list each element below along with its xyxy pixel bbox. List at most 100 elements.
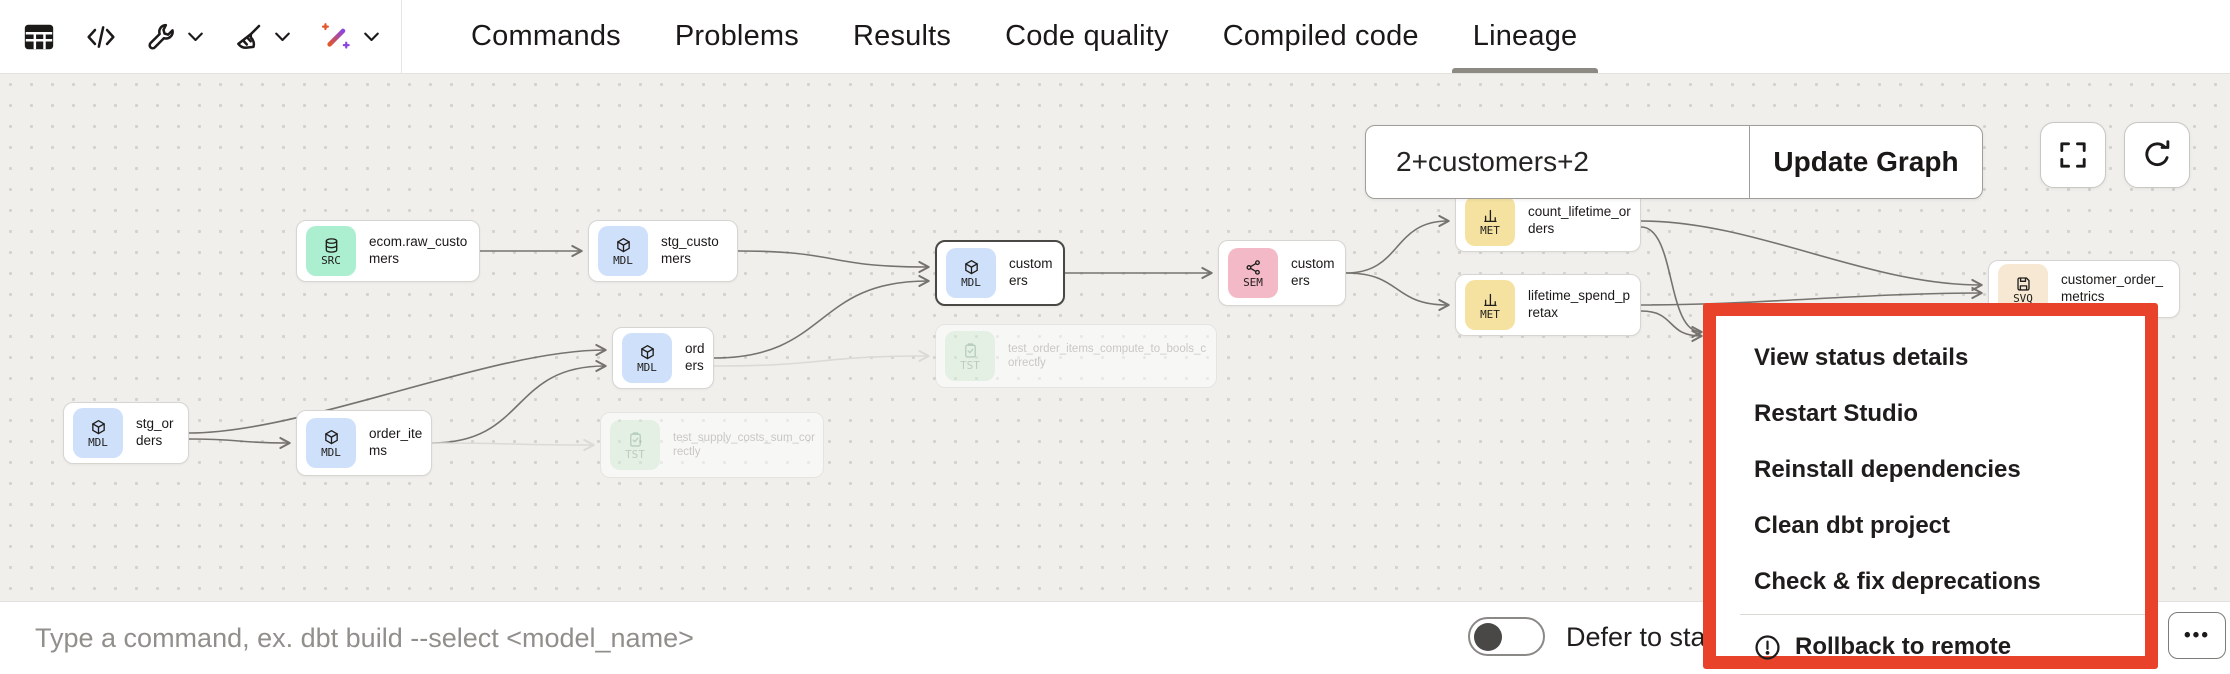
node-count-lifetime-orders[interactable]: MET count_lifetime_orders — [1455, 190, 1641, 252]
node-order-items[interactable]: MDL order_items — [296, 410, 432, 476]
tab-results[interactable]: Results — [852, 20, 952, 52]
lineage-edges — [188, 214, 1983, 452]
node-label: customers — [1291, 256, 1335, 288]
clean-tools-button[interactable] — [233, 22, 290, 52]
edge-customers-semantic-to-lifetime-spend-pretax — [1345, 272, 1450, 312]
node-type-label: SEM — [1243, 275, 1263, 289]
node-label: test_supply_costs_sum_correctly — [673, 431, 815, 458]
clipboard-icon — [964, 342, 976, 358]
node-type-badge: MDL — [946, 248, 996, 298]
command-input[interactable] — [35, 602, 1415, 674]
save-icon — [2016, 276, 2030, 291]
node-type-label: MDL — [637, 360, 657, 374]
node-label: count_lifetime_orders — [1528, 204, 1631, 236]
edge-count-lifetime-orders-to-customer-order-metrics — [1640, 220, 1983, 292]
update-graph-button[interactable]: Update Graph — [1773, 146, 1959, 177]
chevron-down-icon[interactable] — [188, 32, 203, 42]
refresh-button[interactable] — [2124, 122, 2190, 188]
menu-item-label: Check & fix deprecations — [1754, 568, 2041, 595]
node-label: order_items — [369, 426, 423, 458]
node-label: customer_order_metrics — [2061, 272, 2164, 304]
node-customers-semantic[interactable]: SEM customers — [1218, 240, 1346, 306]
selector-divider — [1748, 126, 1750, 198]
node-label: orders — [685, 341, 705, 373]
node-label: test_order_items_compute_to_bools_correc… — [1008, 342, 1207, 369]
tab-commands[interactable]: Commands — [471, 20, 621, 52]
node-type-badge: MET — [1465, 196, 1515, 246]
node-test-order-items[interactable]: TST test_order_items_compute_to_bools_cor… — [935, 324, 1217, 388]
menu-item-view-status-details[interactable]: View status details — [1716, 330, 2145, 386]
menu-item-check-fix-deprecations[interactable]: Check & fix deprecations — [1716, 554, 2145, 610]
menu-item-label: Reinstall dependencies — [1754, 456, 2021, 483]
node-type-badge: SRC — [306, 226, 356, 276]
node-label: stg_customers — [661, 234, 719, 266]
alert-circle-icon — [1755, 634, 1780, 660]
wrench-icon — [148, 23, 174, 49]
menu-item-label: View status details — [1754, 344, 1969, 371]
node-type-label: MDL — [88, 435, 108, 449]
menu-item-rollback-to-remote[interactable]: Rollback to remote — [1716, 619, 2145, 674]
menu-item-clean-dbt-project[interactable]: Clean dbt project — [1716, 498, 2145, 554]
node-type-badge: MDL — [73, 408, 123, 458]
code-button[interactable] — [86, 22, 116, 52]
node-stg-customers[interactable]: MDL stg_customers — [588, 220, 738, 282]
build-tools-button[interactable] — [146, 22, 203, 52]
menu-item-restart-studio[interactable]: Restart Studio — [1716, 386, 2145, 442]
node-orders[interactable]: MDL orders — [612, 327, 714, 389]
menu-item-label: Rollback to remote — [1795, 633, 2012, 660]
node-type-label: SVQ — [2013, 291, 2033, 305]
tab-problems[interactable]: Problems — [674, 20, 799, 52]
tab-compiled-code[interactable]: Compiled code — [1222, 20, 1419, 52]
chart-icon — [1483, 293, 1497, 306]
node-type-label: MDL — [961, 275, 981, 289]
cube-icon — [640, 344, 654, 359]
node-stg-orders[interactable]: MDL stg_orders — [63, 402, 189, 464]
cube-icon — [91, 419, 105, 434]
selector-input[interactable]: 2+customers+2 — [1396, 146, 1589, 177]
menu-item-reinstall-dependencies[interactable]: Reinstall dependencies — [1716, 442, 2145, 498]
broom-icon — [237, 24, 261, 49]
fullscreen-icon — [2060, 142, 2086, 168]
table-icon — [24, 24, 54, 49]
node-label: stg_orders — [136, 416, 174, 448]
chevron-down-icon[interactable] — [364, 32, 379, 42]
defer-toggle[interactable] — [1468, 617, 1545, 656]
code-icon — [87, 25, 115, 48]
more-options-button[interactable]: ••• — [2168, 612, 2226, 659]
edge-lifetime-spend-pretax-to-customer-order-metrics — [1640, 286, 1983, 306]
edge-stg-orders-to-order-items — [188, 436, 291, 450]
node-type-label: SRC — [321, 253, 341, 267]
node-type-label: MDL — [321, 445, 341, 459]
edge-customers-semantic-to-count-lifetime-orders — [1345, 214, 1450, 274]
tab-lineage[interactable]: Lineage — [1446, 0, 1605, 73]
tab-code-quality[interactable]: Code quality — [1005, 20, 1169, 52]
node-customers-model[interactable]: MDL customers — [935, 240, 1065, 306]
node-lifetime-spend-pretax[interactable]: MET lifetime_spend_pretax — [1455, 274, 1641, 336]
node-type-label: TST — [960, 358, 980, 372]
toolbar-icon-group — [0, 0, 379, 73]
node-type-badge: MDL — [622, 333, 672, 383]
menu-item-label: Clean dbt project — [1754, 512, 1951, 539]
node-type-badge: SEM — [1228, 248, 1278, 298]
node-type-badge: MDL — [598, 226, 648, 276]
database-icon — [325, 237, 337, 253]
ai-assist-button[interactable] — [320, 21, 379, 53]
cube-icon — [964, 259, 978, 274]
share-icon — [1246, 259, 1260, 275]
chevron-down-icon[interactable] — [275, 32, 290, 42]
node-label: customers — [1009, 256, 1053, 288]
table-view-button[interactable] — [22, 20, 56, 54]
chart-icon — [1483, 209, 1497, 222]
fullscreen-button[interactable] — [2040, 122, 2106, 188]
edge-lifetime-spend-pretax-to-hidden — [1640, 310, 1703, 343]
node-type-badge: TST — [945, 331, 995, 381]
node-type-badge: MET — [1465, 280, 1515, 330]
node-label: lifetime_spend_pretax — [1528, 288, 1631, 320]
refresh-icon — [2145, 140, 2170, 167]
defer-label: Defer to sta — [1566, 622, 1706, 652]
menu-separator — [1740, 614, 2145, 615]
cube-icon — [324, 429, 338, 444]
